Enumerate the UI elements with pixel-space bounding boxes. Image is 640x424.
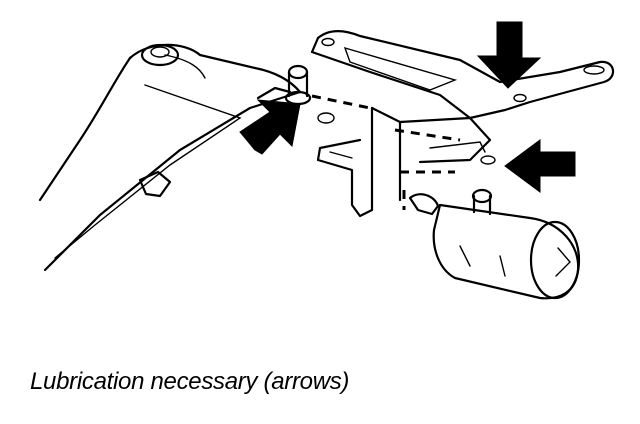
arrow-bracket-right xyxy=(504,139,576,193)
figure-caption: Lubrication necessary (arrows) xyxy=(30,368,350,395)
wiper-motor xyxy=(408,188,581,300)
mounting-bracket xyxy=(310,29,614,218)
wiper-arm xyxy=(38,43,302,272)
wiper-mechanism-diagram xyxy=(38,21,614,300)
arrow-bracket-top xyxy=(476,21,542,89)
connection-lines xyxy=(311,94,461,210)
arrow-pivot-left xyxy=(239,99,301,155)
